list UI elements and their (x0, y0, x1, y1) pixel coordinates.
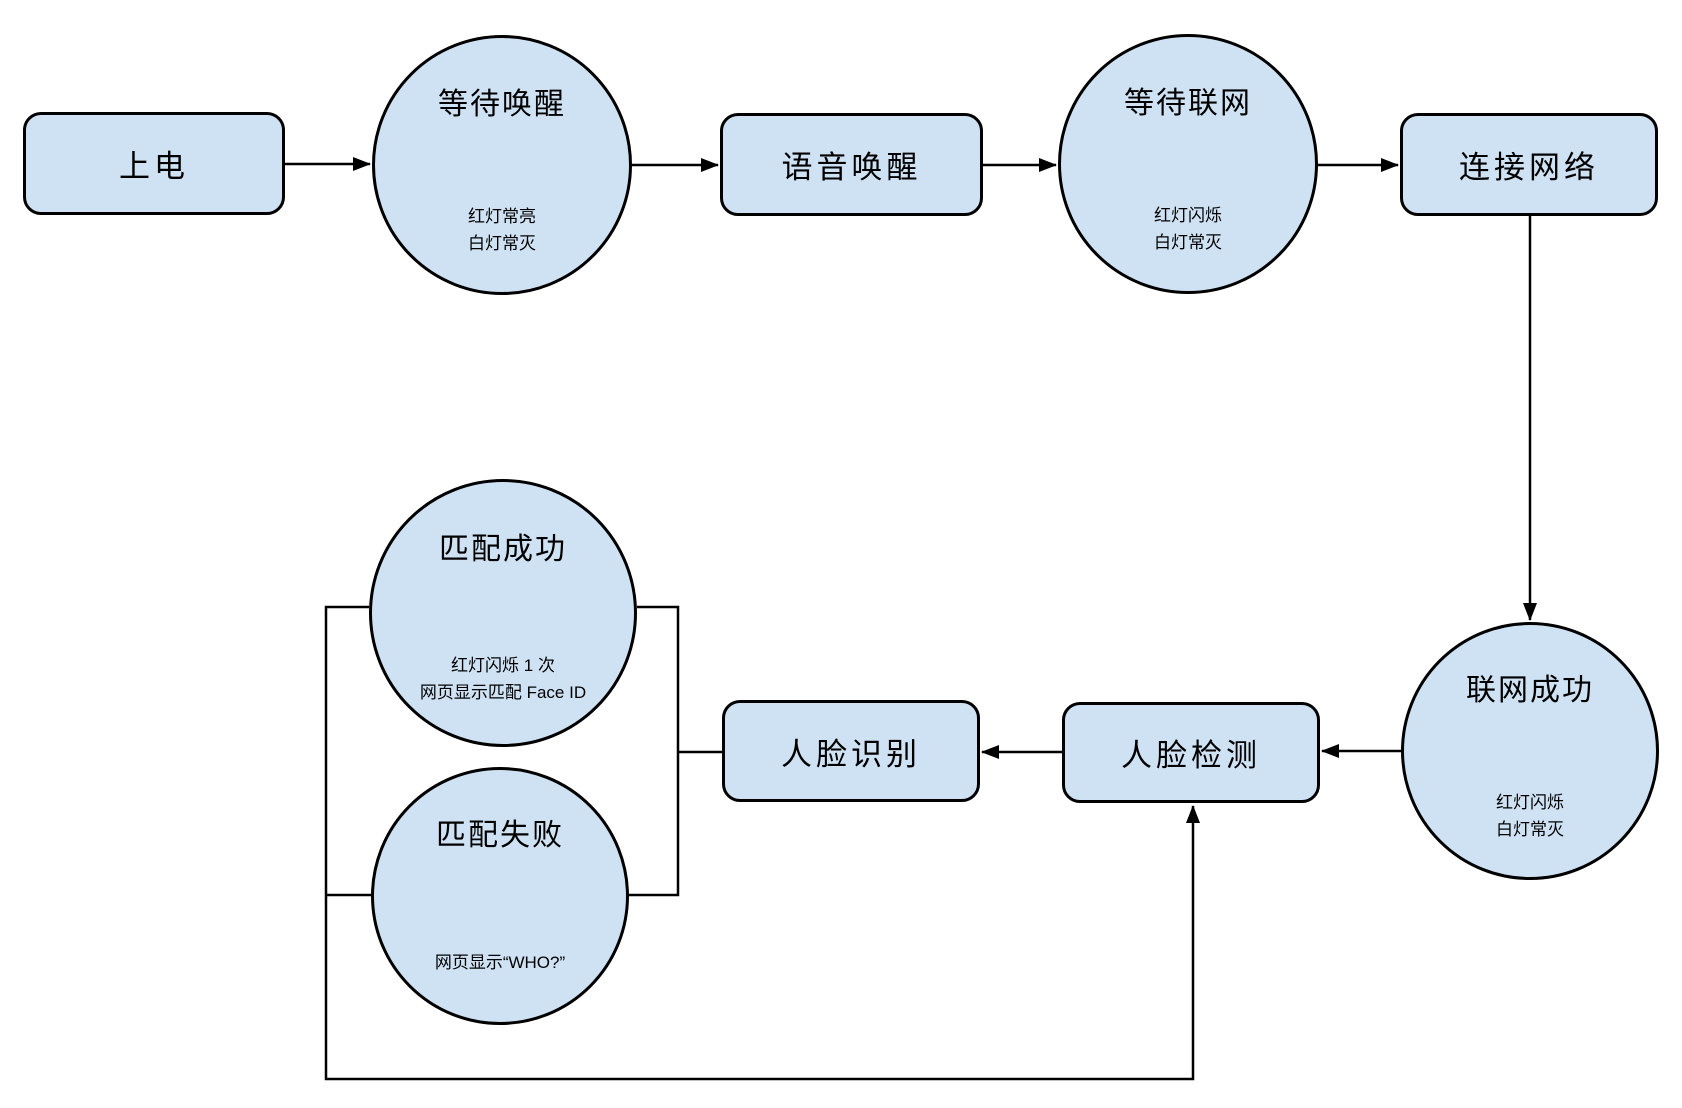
node-match-fail: 匹配失败 网页显示“WHO?” (371, 767, 629, 1025)
node-match-success: 匹配成功 红灯闪烁 1 次 网页显示匹配 Face ID (369, 479, 637, 747)
node-voice-wake-label: 语音唤醒 (781, 150, 922, 185)
node-wait-network-label: 等待联网 (1124, 86, 1252, 120)
node-power-on-label: 上电 (119, 149, 189, 184)
node-network-success: 联网成功 红灯闪烁 白灯常灭 (1401, 622, 1659, 880)
node-wait-wake: 等待唤醒 红灯常亮 白灯常灭 (372, 35, 632, 295)
node-wait-wake-status: 红灯常亮 白灯常灭 (375, 203, 629, 257)
status-line: 白灯常灭 (468, 234, 536, 254)
node-connect-network-label: 连接网络 (1459, 150, 1599, 185)
node-network-success-label: 联网成功 (1466, 674, 1594, 708)
node-match-success-status: 红灯闪烁 1 次 网页显示匹配 Face ID (372, 652, 634, 706)
node-face-recognize-label: 人脸识别 (781, 736, 921, 772)
edge-loop-back-to-face-detect (324, 605, 1200, 1081)
status-line: 网页显示“WHO?” (434, 952, 566, 972)
node-network-success-status: 红灯闪烁 白灯常灭 (1404, 789, 1656, 843)
status-line: 红灯常亮 (468, 207, 536, 227)
node-match-fail-label: 匹配失败 (436, 819, 564, 853)
node-match-fail-status: 网页显示“WHO?” (374, 949, 626, 976)
status-line: 白灯常灭 (1496, 819, 1564, 839)
node-face-recognize: 人脸识别 (722, 700, 980, 802)
node-wait-network-status: 红灯闪烁 白灯常灭 (1061, 202, 1315, 256)
status-line: 网页显示匹配 Face ID (419, 683, 587, 703)
status-line: 红灯闪烁 (1496, 792, 1564, 812)
node-power-on: 上电 (23, 112, 285, 215)
node-match-success-label: 匹配成功 (439, 532, 567, 566)
node-wait-network: 等待联网 红灯闪烁 白灯常灭 (1058, 34, 1318, 294)
node-face-detect: 人脸检测 (1062, 702, 1320, 803)
node-connect-network: 连接网络 (1400, 113, 1658, 216)
status-line: 红灯闪烁 1 次 (451, 656, 555, 676)
bracket-right-connector (629, 605, 680, 897)
node-voice-wake: 语音唤醒 (720, 113, 983, 216)
status-line: 红灯闪烁 (1154, 206, 1222, 226)
node-wait-wake-label: 等待唤醒 (438, 87, 566, 121)
node-face-detect-label: 人脸检测 (1121, 738, 1261, 773)
status-line: 白灯常灭 (1154, 233, 1222, 253)
